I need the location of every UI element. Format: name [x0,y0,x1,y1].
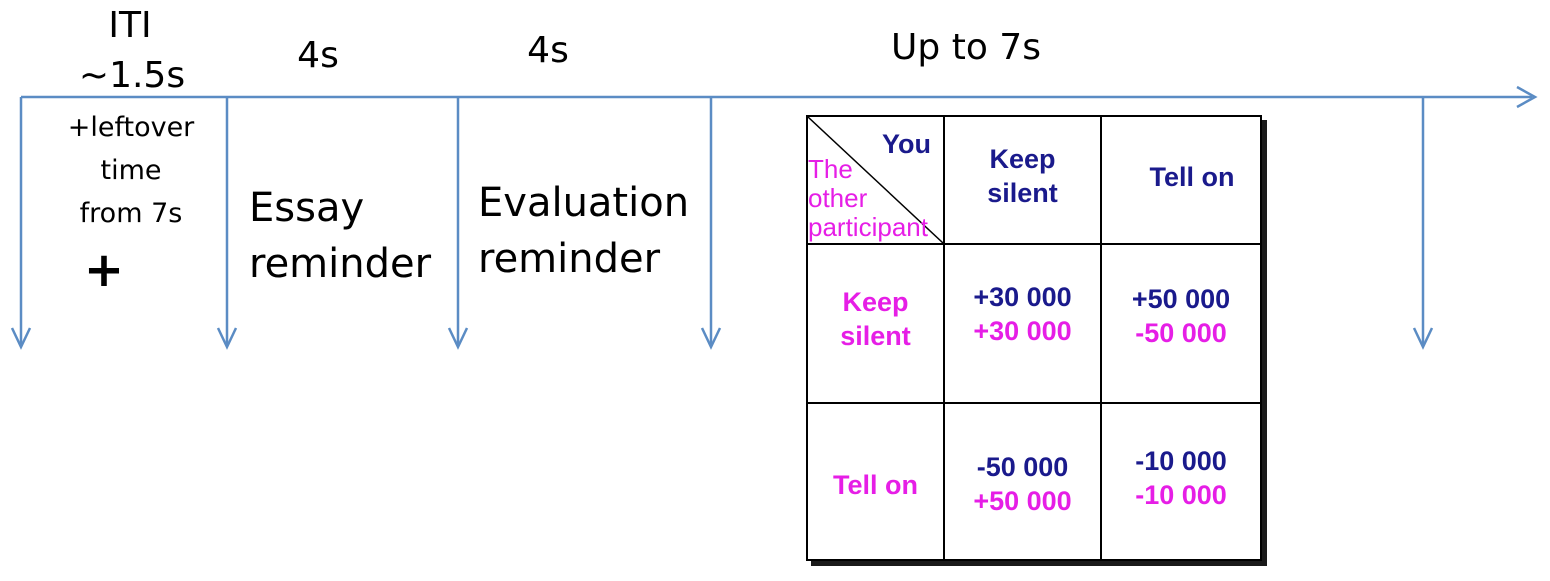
phase-line: Evaluation [478,180,690,226]
payoff-other: -50 000 [1135,317,1227,348]
time-axis-arrowhead [1516,85,1538,109]
payoff-cell: -50 000 +50 000 [945,404,1102,559]
payoff-other: +30 000 [973,315,1072,346]
col-header-tell-on: Tell on [1102,117,1260,245]
corner-other-line: participant [808,212,928,242]
iti-extra-text: +leftover time from 7s [68,106,195,235]
phase-line: Essay [249,185,365,231]
payoff-you: +30 000 [973,281,1072,312]
phase-line: reminder [249,241,432,287]
col-header-keep-silent: Keep silent [945,117,1102,245]
payoff-other: +50 000 [973,485,1072,516]
header-line: silent [987,178,1058,208]
iti-extra-line: time [100,155,162,186]
essay-reminder-label: Essay reminder [249,180,431,292]
payoff-you: +50 000 [1131,283,1231,314]
payoff-cell: -10 000 -10 000 [1102,404,1260,559]
corner-other-line: other [808,183,868,213]
row-header-keep-silent: Keep silent [808,245,945,404]
payoff-other: -10 000 [1135,479,1227,510]
payoff-cell: +30 000 +30 000 [945,245,1102,404]
header-line: Keep [842,286,909,317]
payoff-you: -50 000 [976,451,1069,482]
iti-label: ITI [108,5,152,46]
evaluation-duration: 4s [527,30,569,71]
header-line: Tell on [833,469,918,500]
header-line: silent [840,320,911,351]
iti-duration: ~1.5s [78,55,186,96]
iti-extra-line: +leftover [67,112,195,143]
evaluation-reminder-label: Evaluation reminder [478,175,689,287]
corner-you-label: You [882,129,931,159]
phase-line: reminder [478,236,661,282]
payoff-cell: +50 000 -50 000 [1102,245,1260,404]
row-header-tell-on: Tell on [808,404,945,559]
payoff-you: -10 000 [1135,445,1227,476]
corner-diagonal [808,117,943,243]
header-line: Tell on [1149,162,1235,192]
corner-other-line: The [808,154,853,184]
fixation-cross: + [83,242,125,298]
decision-duration: Up to 7s [891,27,1041,68]
header-line: Keep [989,144,1056,174]
matrix-corner-cell: You The other participant [808,117,945,245]
essay-duration: 4s [297,35,339,76]
iti-extra-line: from 7s [79,198,183,229]
payoff-matrix: You The other participant Keep silent Te… [806,115,1262,561]
corner-other-participant-label: The other participant [808,155,928,242]
